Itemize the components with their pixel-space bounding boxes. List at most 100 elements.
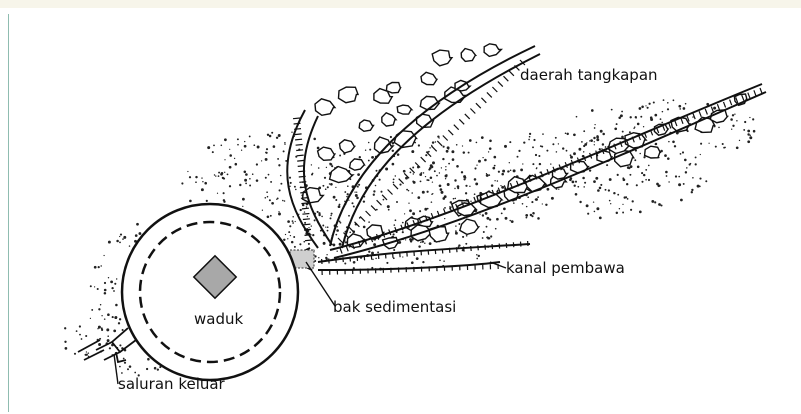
stipple-dot bbox=[279, 189, 281, 191]
stipple-dot bbox=[123, 236, 126, 239]
shrub bbox=[382, 113, 396, 126]
stipple-dot bbox=[417, 196, 420, 199]
stipple-dot bbox=[189, 176, 191, 178]
stipple-dot bbox=[456, 144, 458, 146]
stipple-dot bbox=[444, 207, 446, 209]
stipple-dot bbox=[447, 183, 450, 186]
stipple-dot bbox=[476, 258, 478, 260]
stipple-dot bbox=[482, 214, 484, 216]
stipple-dot bbox=[267, 196, 269, 198]
stipple-dot bbox=[619, 208, 620, 209]
stipple-dot bbox=[476, 254, 478, 256]
stipple-dot bbox=[114, 316, 117, 319]
stipple-dot bbox=[730, 118, 733, 121]
hatch-line bbox=[442, 249, 443, 254]
stipple-dot bbox=[722, 143, 724, 145]
stipple-dot bbox=[104, 318, 106, 320]
hatch-line bbox=[304, 229, 311, 230]
stipple-dot bbox=[270, 215, 272, 217]
stipple-dot bbox=[318, 257, 319, 258]
stipple-dot bbox=[535, 154, 537, 156]
stipple-dot bbox=[513, 202, 515, 204]
stipple-dot bbox=[448, 148, 450, 150]
stipple-dot bbox=[330, 217, 332, 219]
hatch-line bbox=[454, 125, 459, 130]
stipple-dot bbox=[651, 200, 654, 203]
stipple-dot bbox=[663, 99, 665, 101]
stipple-dot bbox=[639, 107, 642, 110]
stipple-dot bbox=[594, 124, 595, 125]
stipple-dot bbox=[466, 235, 468, 237]
hatch-line bbox=[724, 102, 726, 108]
stipple-dot bbox=[369, 149, 371, 151]
stipple-dot bbox=[307, 216, 308, 217]
stipple-dot bbox=[572, 181, 575, 184]
stipple-dot bbox=[327, 230, 329, 232]
hatch-line bbox=[399, 179, 404, 184]
stipple-dot bbox=[390, 136, 392, 138]
stipple-dot bbox=[474, 167, 476, 169]
stipple-dot bbox=[318, 214, 320, 216]
stipple-dot bbox=[291, 241, 294, 244]
stipple-dot bbox=[119, 242, 121, 244]
stipple-dot bbox=[396, 201, 398, 203]
stipple-dot bbox=[700, 143, 702, 145]
stipple-dot bbox=[242, 198, 245, 201]
stipple-dot bbox=[624, 196, 626, 198]
stipple-dot bbox=[503, 208, 506, 211]
stipple-dot bbox=[363, 200, 365, 202]
stipple-dot bbox=[267, 134, 269, 136]
hatch-line bbox=[393, 184, 398, 189]
stipple-dot bbox=[678, 105, 681, 108]
stipple-dot bbox=[405, 239, 406, 240]
stipple-dot bbox=[558, 143, 559, 144]
stipple-dot bbox=[285, 234, 286, 235]
stipple-dot bbox=[481, 136, 484, 139]
stipple-dot bbox=[570, 154, 572, 156]
stipple-dot bbox=[667, 157, 670, 160]
stipple-dot bbox=[501, 212, 503, 214]
stipple-dot bbox=[465, 192, 467, 194]
stipple-dot bbox=[386, 262, 388, 264]
stipple-dot bbox=[747, 130, 750, 133]
stipple-dot bbox=[224, 138, 227, 141]
stipple-dot bbox=[446, 150, 449, 153]
stipple-dot bbox=[565, 133, 567, 135]
stipple-dot bbox=[317, 147, 320, 150]
stipple-dot bbox=[108, 277, 109, 278]
stipple-dot bbox=[326, 254, 327, 255]
stipple-dot bbox=[478, 160, 481, 163]
stipple-dot bbox=[412, 167, 414, 169]
stipple-dot bbox=[660, 118, 662, 120]
hatch-line bbox=[295, 139, 302, 140]
stipple-dot bbox=[229, 154, 232, 157]
stipple-dot bbox=[606, 164, 608, 166]
stipple-dot bbox=[637, 123, 640, 126]
stipple-dot bbox=[252, 173, 254, 175]
stipple-dot bbox=[443, 146, 445, 148]
stipple-dot bbox=[599, 187, 602, 190]
stipple-dot bbox=[525, 214, 528, 217]
stipple-dot bbox=[749, 117, 750, 118]
stipple-dot bbox=[686, 167, 688, 169]
stipple-dot bbox=[321, 216, 323, 218]
stipple-dot bbox=[314, 255, 316, 257]
stipple-dot bbox=[411, 192, 413, 194]
stipple-dot bbox=[595, 177, 598, 180]
stipple-dot bbox=[678, 176, 680, 178]
stipple-dot bbox=[494, 180, 495, 181]
hatch-line bbox=[371, 206, 376, 211]
stipple-dot bbox=[94, 286, 95, 287]
stipple-dot bbox=[134, 372, 136, 374]
stipple-dot bbox=[463, 151, 465, 153]
stipple-dot bbox=[244, 179, 247, 182]
stipple-dot bbox=[104, 282, 106, 284]
stipple-dot bbox=[276, 199, 277, 200]
stipple-dot bbox=[217, 193, 218, 194]
reservoir bbox=[122, 204, 298, 380]
shrub bbox=[460, 219, 479, 234]
stipple-dot bbox=[502, 170, 505, 173]
stipple-dot bbox=[79, 325, 81, 327]
hatch-line bbox=[478, 245, 479, 250]
stipple-dot bbox=[376, 170, 378, 172]
